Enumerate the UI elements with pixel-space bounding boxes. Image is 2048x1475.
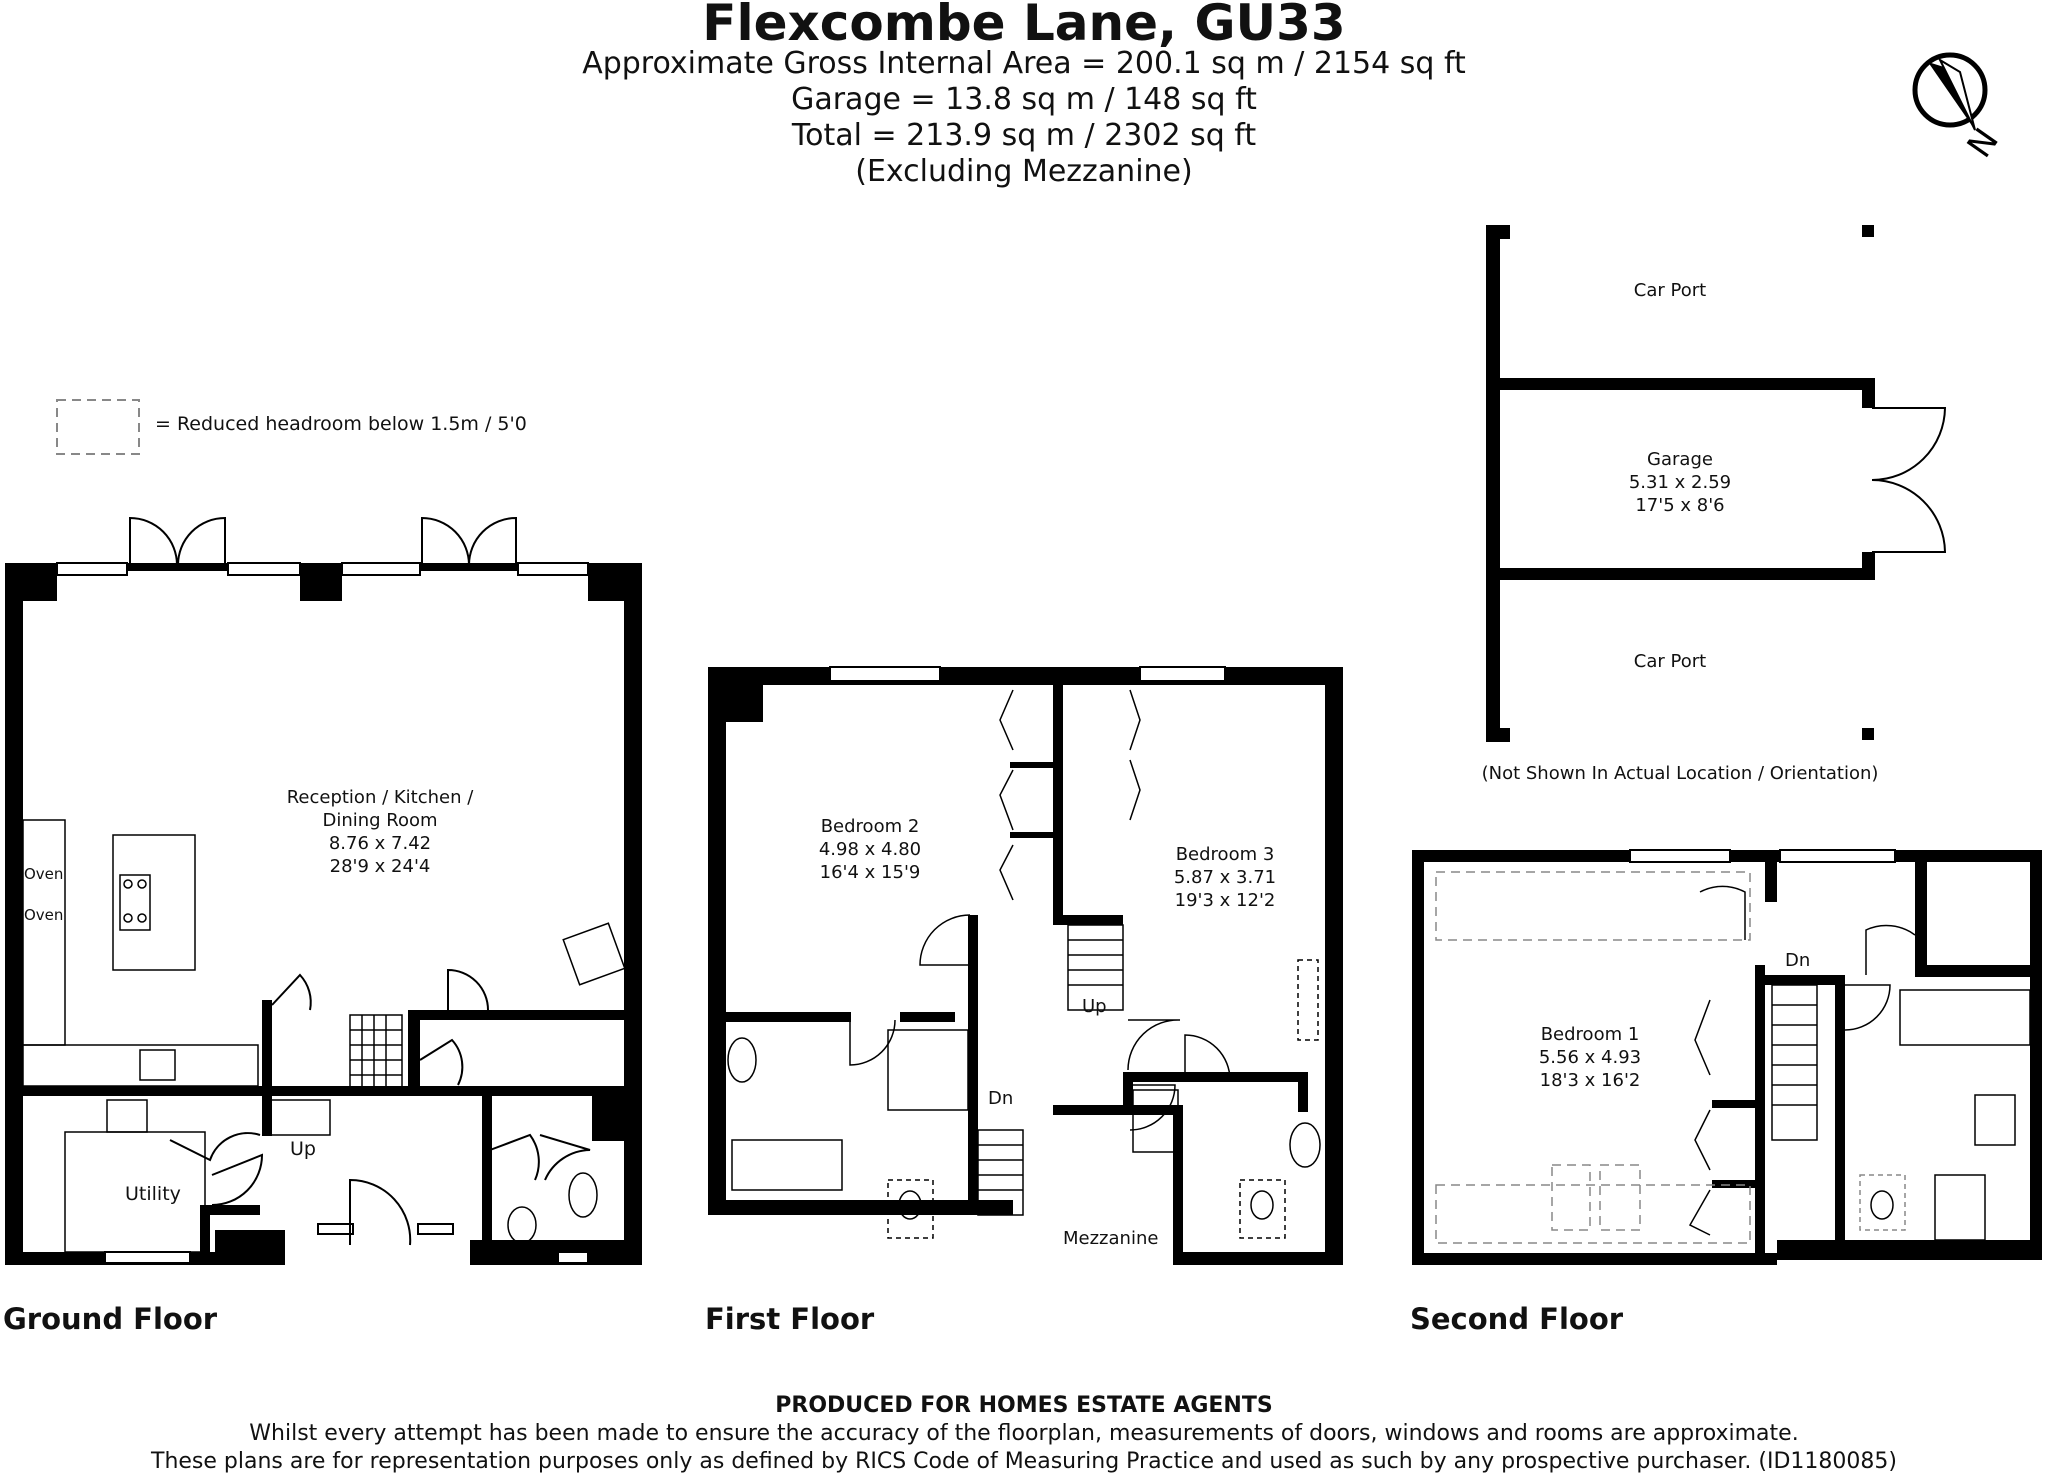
bedroom3-label: Bedroom 3 5.87 x 3.71 19'3 x 12'2 (1135, 843, 1315, 912)
total-area-text: Total = 213.9 sq m / 2302 sq ft (791, 118, 1257, 153)
bedroom1-label: Bedroom 1 5.56 x 4.93 18'3 x 16'2 (1500, 1023, 1680, 1092)
garage-imperial: 17'5 x 8'6 (1635, 495, 1725, 516)
ground-stairs (272, 1014, 403, 1136)
garage-door-swings (1871, 407, 1947, 553)
mezzanine-label: Mezzanine (1063, 1228, 1159, 1249)
first-windows (829, 666, 1226, 682)
bedroom1-imperial: 18'3 x 16'2 (1539, 1070, 1641, 1091)
garage-note: (Not Shown In Actual Location / Orientat… (1481, 763, 1879, 784)
first-floor-plan (708, 667, 1343, 1265)
first-dn-label: Dn (988, 1088, 1014, 1109)
reception-metric: 8.76 x 7.42 (328, 833, 432, 854)
second-floor-plan (1412, 850, 2042, 1265)
second-floor-fixtures (1435, 871, 2031, 1244)
legend-swatch (56, 399, 140, 455)
garage-name: Garage (1647, 449, 1713, 470)
oven-label-1: Oven (24, 865, 64, 883)
north-arrow-icon: N (1912, 52, 2007, 165)
page-title: Flexcombe Lane, GU33 (702, 0, 1346, 52)
reception-name-2: Dining Room (322, 810, 438, 831)
bedroom2-metric: 4.98 x 4.80 (818, 839, 922, 860)
first-up-label: Up (1082, 996, 1107, 1017)
utility-label: Utility (125, 1183, 181, 1205)
ground-door-swings (129, 516, 591, 1246)
bedroom2-label: Bedroom 2 4.98 x 4.80 16'4 x 15'9 (780, 815, 960, 884)
car-port-label-1: Car Port (1633, 280, 1707, 301)
bedroom1-metric: 5.56 x 4.93 (1538, 1047, 1642, 1068)
garage-plan (1486, 225, 1875, 742)
reception-imperial: 28'9 x 24'4 (329, 856, 431, 877)
ground-windows (56, 562, 589, 1264)
compass-letter: N (1960, 121, 2007, 165)
bedroom3-name: Bedroom 3 (1175, 844, 1275, 865)
disclaimer-line-1: Whilst every attempt has been made to en… (249, 1421, 1799, 1446)
ground-up-label: Up (290, 1138, 316, 1160)
reception-name-1: Reception / Kitchen / (286, 787, 474, 808)
gross-area-text: Approximate Gross Internal Area = 200.1 … (582, 46, 1466, 81)
producer-text: PRODUCED FOR HOMES ESTATE AGENTS (775, 1393, 1273, 1418)
disclaimer-line-2: These plans are for representation purpo… (151, 1449, 1897, 1474)
car-port-label-2: Car Port (1633, 651, 1707, 672)
second-floor-label: Second Floor (1410, 1302, 1624, 1336)
oven-label-2: Oven (24, 906, 64, 924)
garage-metric: 5.31 x 2.59 (1628, 472, 1732, 493)
bedroom3-metric: 5.87 x 3.71 (1173, 867, 1277, 888)
excluding-text: (Excluding Mezzanine) (855, 154, 1193, 189)
bedroom3-imperial: 19'3 x 12'2 (1174, 890, 1276, 911)
ground-floor-label: Ground Floor (3, 1302, 218, 1336)
garage-area-text: Garage = 13.8 sq m / 148 sq ft (791, 82, 1257, 117)
second-dn-label: Dn (1785, 950, 1811, 971)
first-floor-fixtures (727, 689, 1321, 1239)
first-floor-label: First Floor (705, 1302, 875, 1336)
reception-label: Reception / Kitchen / Dining Room 8.76 x… (200, 786, 560, 878)
second-windows (1629, 849, 1896, 863)
kitchen-units (22, 819, 626, 1253)
legend-text: = Reduced headroom below 1.5m / 5'0 (155, 413, 527, 435)
garage-label: Garage 5.31 x 2.59 17'5 x 8'6 (1590, 448, 1770, 517)
bedroom2-name: Bedroom 2 (820, 816, 920, 837)
ground-floor-plan (5, 563, 642, 1265)
bedroom1-name: Bedroom 1 (1540, 1024, 1640, 1045)
bedroom2-imperial: 16'4 x 15'9 (819, 862, 921, 883)
